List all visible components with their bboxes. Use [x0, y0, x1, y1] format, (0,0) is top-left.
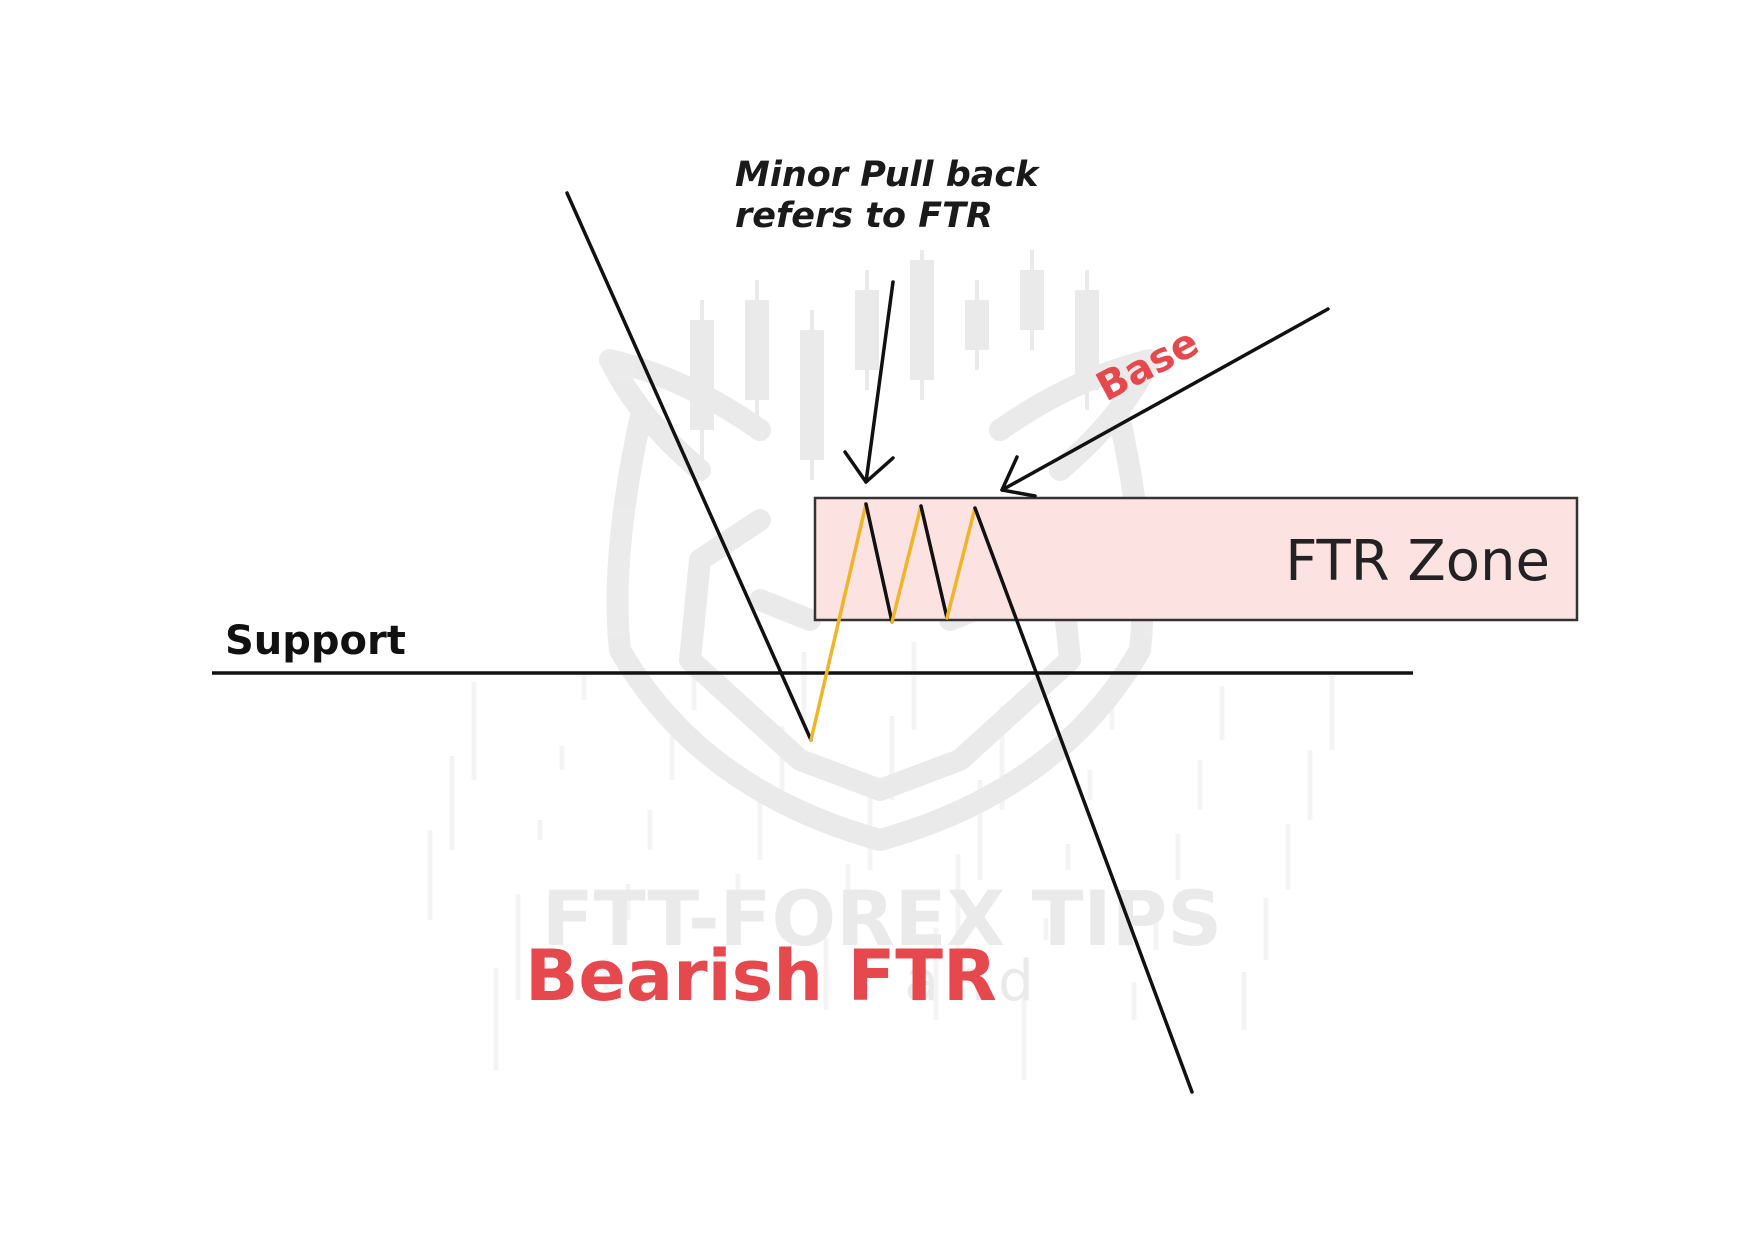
- pullback-note-line2: refers to FTR: [735, 196, 993, 236]
- base-leg-up-1: [890, 504, 923, 624]
- price-path: [565, 191, 1194, 1094]
- rally-segment: [809, 502, 868, 742]
- diagram-title: Bearish FTR: [525, 935, 997, 1017]
- base-leg-down-1: [864, 502, 894, 624]
- background-candle-body: [745, 300, 769, 400]
- base-leg-up-2: [945, 506, 977, 620]
- breakdown-line: [973, 506, 1194, 1094]
- background-candle-body: [855, 290, 879, 370]
- ftr-zone-label: FTR Zone: [1285, 529, 1550, 594]
- arrowhead-icon: [1000, 455, 1037, 498]
- background-candle-body: [800, 330, 824, 460]
- drop-line: [565, 191, 813, 742]
- base-arrow: [1000, 307, 1330, 498]
- background-candle-body: [965, 300, 989, 350]
- pullback-note-line1: Minor Pull back: [735, 155, 1041, 195]
- background-candles: [427, 250, 1335, 1080]
- background-candle-body: [690, 320, 714, 430]
- base-label: Base: [1089, 319, 1206, 411]
- watermark: FTT-FOREX TIPS and: [427, 250, 1335, 1080]
- background-candle-body: [910, 260, 934, 380]
- pullback-arrow: [843, 280, 895, 484]
- pullback-note: Minor Pull back refers to FTR: [735, 155, 1041, 236]
- watermark-brand: FTT-FOREX TIPS: [542, 874, 1222, 963]
- support-label: Support: [225, 618, 406, 664]
- background-candle-body: [1020, 270, 1044, 330]
- ftr-zone: FTR Zone: [813, 496, 1579, 622]
- base-leg-down-2: [919, 504, 949, 620]
- arrowhead-icon: [843, 450, 895, 484]
- watermark-sub: and: [904, 949, 1045, 1014]
